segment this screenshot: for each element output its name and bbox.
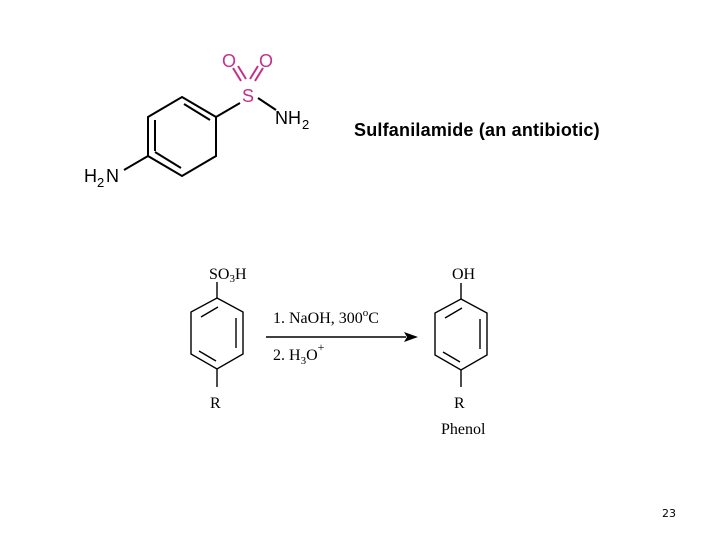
ring-double-bond <box>183 103 211 121</box>
page-number: 23 <box>662 507 676 520</box>
ring-to-sulfur-bond <box>215 102 241 118</box>
sulfonyl-bonds <box>232 65 264 82</box>
s-o-bond-right-b <box>254 67 264 82</box>
product-double-bond <box>442 351 461 363</box>
oxygen-right-label: O <box>259 51 273 71</box>
reactant-double-bond <box>198 350 217 362</box>
product-name-label: Phenol <box>441 421 486 438</box>
sulfanilamide-caption: Sulfanilamide (an antibiotic) <box>354 120 600 141</box>
reactant-structure <box>190 282 244 387</box>
sulfanilamide-structure <box>123 95 277 178</box>
caption-description: (an antibiotic) <box>478 120 600 140</box>
sulfonamide-nh-label: NH <box>275 108 301 128</box>
ring-to-amine-bond <box>123 155 149 171</box>
reaction-arrow <box>266 332 418 342</box>
reactant-r-label: R <box>210 395 221 412</box>
condition-step-2: 2. H3O+ <box>273 340 325 367</box>
amine-n-label: N <box>106 166 119 186</box>
s-o-bond-right-a <box>249 65 259 80</box>
hydroxyl-label: OH <box>452 266 476 283</box>
product-structure <box>434 283 488 387</box>
product-ring <box>434 298 488 371</box>
product-r-label: R <box>454 395 465 412</box>
s-o-bond-left-a <box>232 67 242 82</box>
amine-h-subscript: 2 <box>97 175 104 190</box>
sulfur-label: S <box>242 86 254 106</box>
oxygen-left-label: O <box>222 51 236 71</box>
caption-compound-name: Sulfanilamide <box>354 120 474 140</box>
sulfanilamide-ring <box>147 95 217 178</box>
ring-double-bond <box>154 151 182 169</box>
condition-step-1: 1. NaOH, 300oC <box>273 307 379 327</box>
arrow-head <box>404 332 418 342</box>
amine-h-label: H <box>84 166 97 186</box>
sulfonic-acid-label: SO3H <box>209 266 247 285</box>
reactant-double-bond <box>200 306 219 318</box>
reactant-ring <box>190 297 244 370</box>
sulfonamide-nh-subscript: 2 <box>302 117 309 132</box>
product-double-bond <box>444 307 463 319</box>
s-o-bond-left-b <box>237 65 247 80</box>
sulfur-to-nh2-bond <box>257 97 277 111</box>
